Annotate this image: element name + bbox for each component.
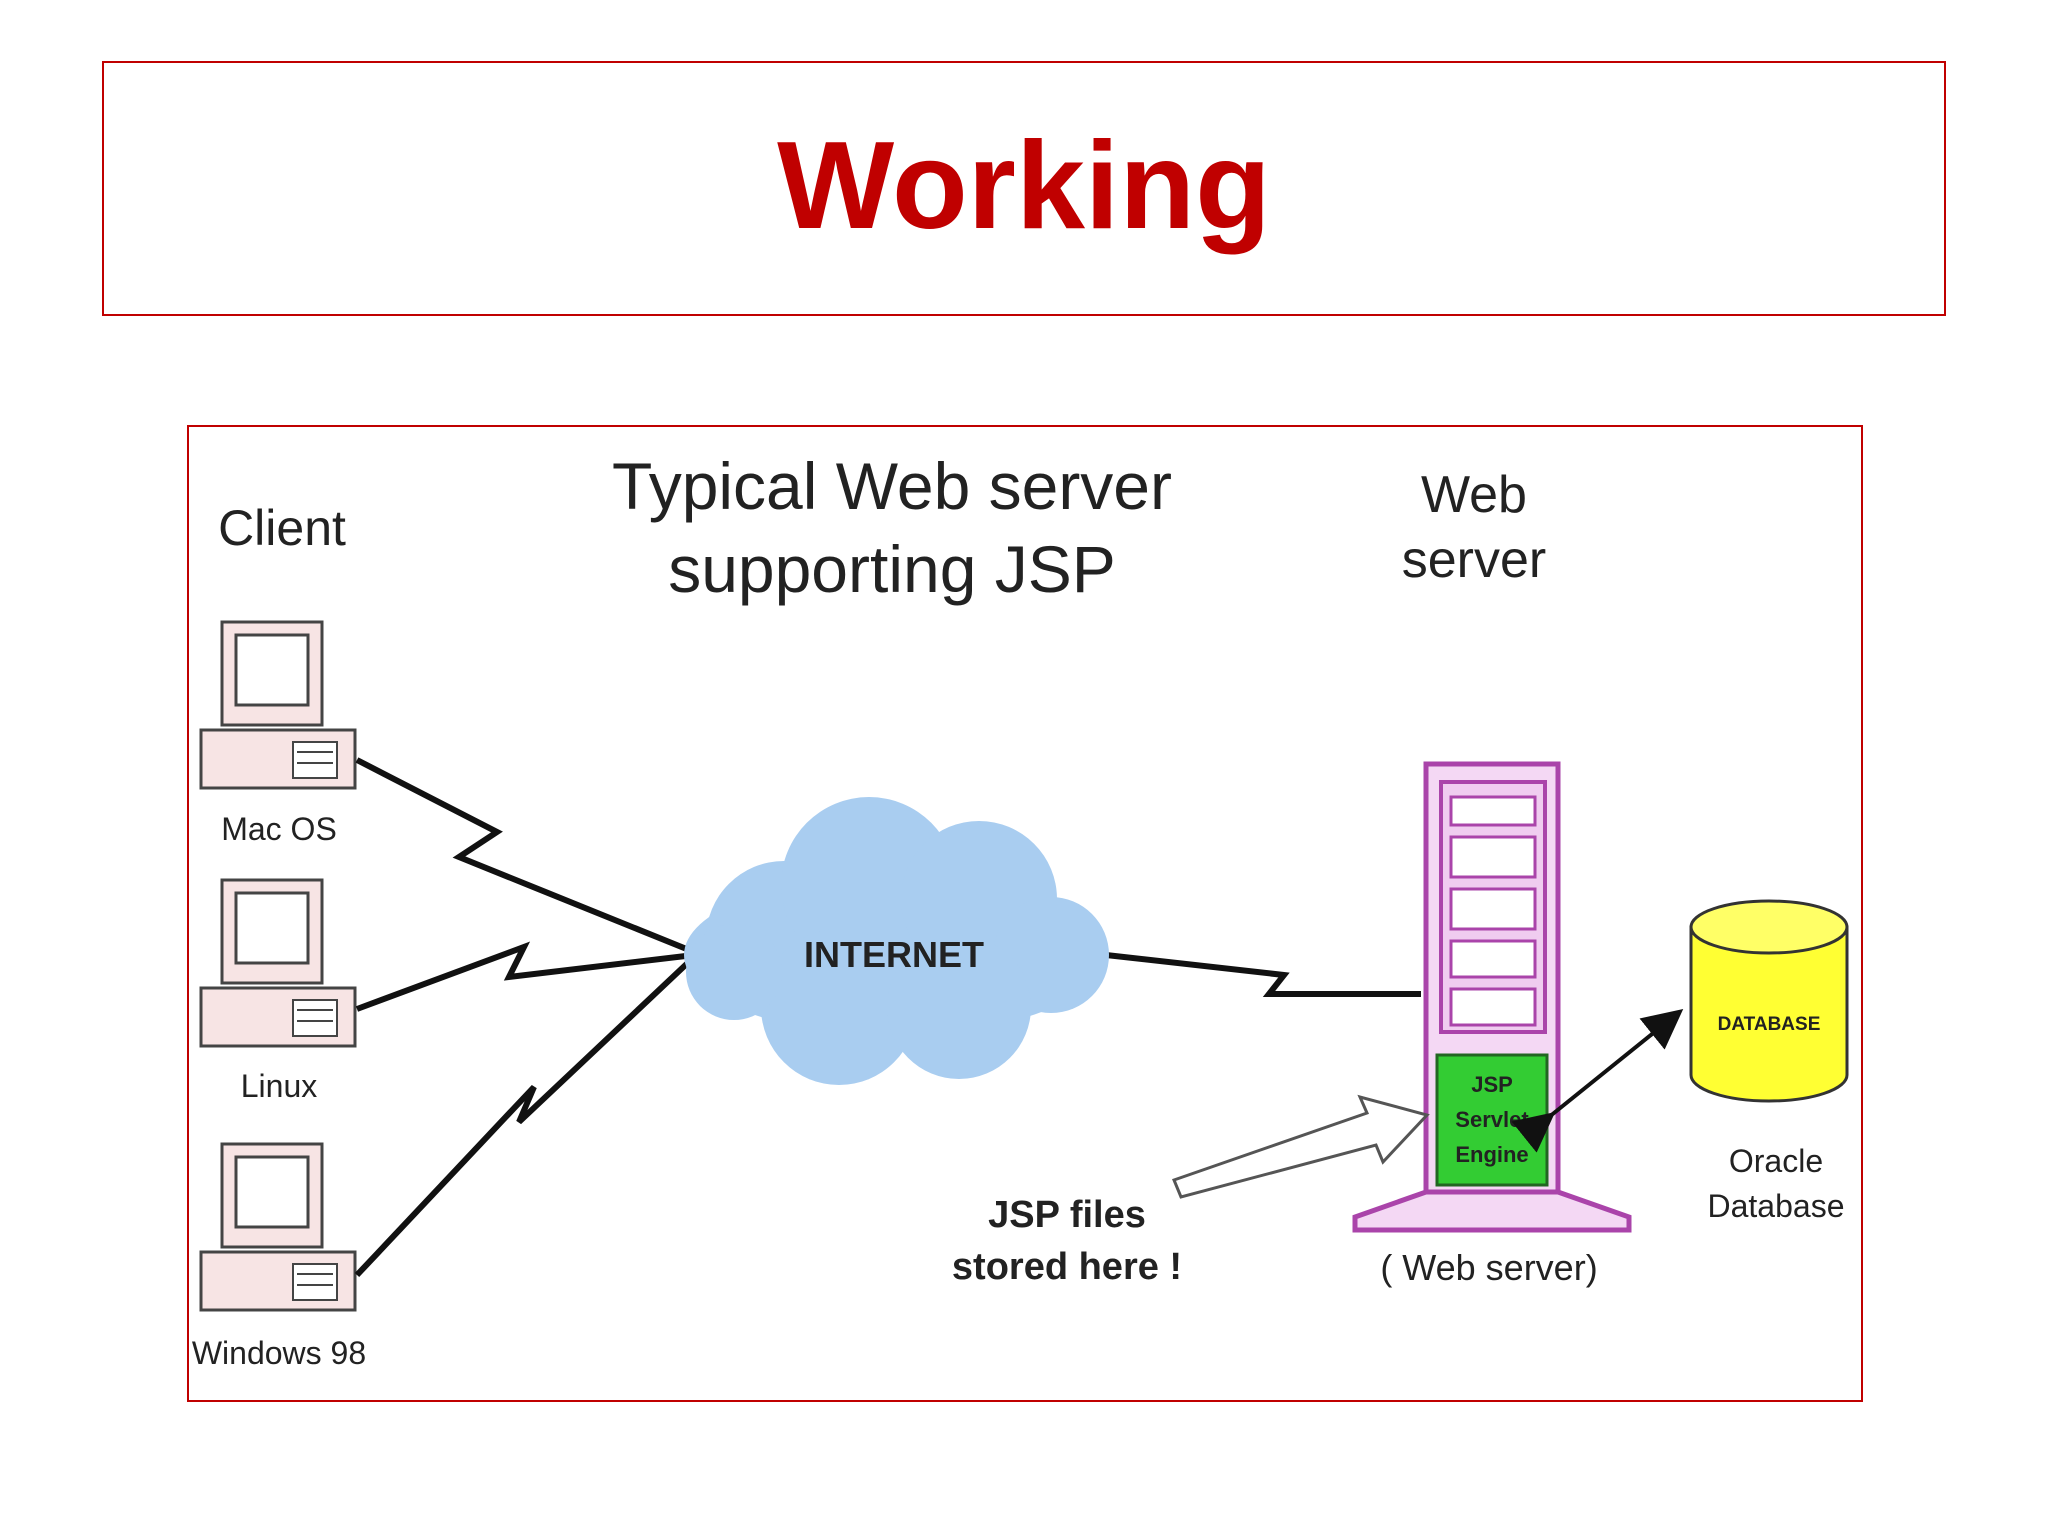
computer-icon [199,1142,357,1312]
db-connection-arrow [1511,1008,1684,1153]
database: DATABASE Oracle Database [1689,899,1849,1224]
jsp-servlet-engine: JSP Servlet Engine [1435,1053,1549,1187]
title-box: Working [102,61,1946,316]
engine-label-line1: JSP [1471,1072,1513,1097]
internet-cloud: INTERNET [684,797,1109,1085]
server-heading-line2: server [1402,531,1546,589]
computer-icon [199,620,357,790]
diagram-frame: Typical Web server supporting JSP Client… [187,425,1863,1402]
windows-link [354,954,697,1278]
diagram-heading-line1: Typical Web server [612,449,1172,523]
cloud-icon [684,797,1109,1085]
client-computer-linux: Linux [199,878,357,1104]
web-server-tower: JSP Servlet Engine ( Web server) [1352,761,1632,1288]
database-caption-line1: Oracle [1729,1143,1823,1179]
engine-label-line2: Servlet [1455,1107,1529,1132]
note-line1: JSP files [988,1194,1146,1236]
note-line2: stored here ! [952,1246,1182,1288]
internet-label: INTERNET [804,934,984,975]
database-label: DATABASE [1718,1014,1821,1035]
client-os-label: Windows 98 [192,1335,366,1371]
linux-link [355,941,695,1012]
connection-lines [354,757,1421,1278]
slide-title: Working [777,117,1271,255]
computer-icon [199,878,357,1048]
client-computer-windows: Windows 98 [192,1142,366,1371]
database-icon [1689,899,1849,1103]
database-caption-line2: Database [1708,1188,1845,1224]
client-computer-mac: Mac OS [199,620,357,847]
diagram-heading-line2: supporting JSP [668,532,1116,606]
client-os-label: Mac OS [221,811,337,847]
server-caption: ( Web server) [1380,1247,1597,1288]
diagram-svg: Typical Web server supporting JSP Client… [192,449,1849,1371]
client-label: Client [218,500,346,556]
mac-link [355,757,696,955]
client-os-label: Linux [241,1068,318,1104]
engine-label-line3: Engine [1455,1142,1528,1167]
server-link [1105,952,1421,997]
note-arrow [1172,1094,1430,1199]
server-heading-line1: Web [1421,466,1527,524]
